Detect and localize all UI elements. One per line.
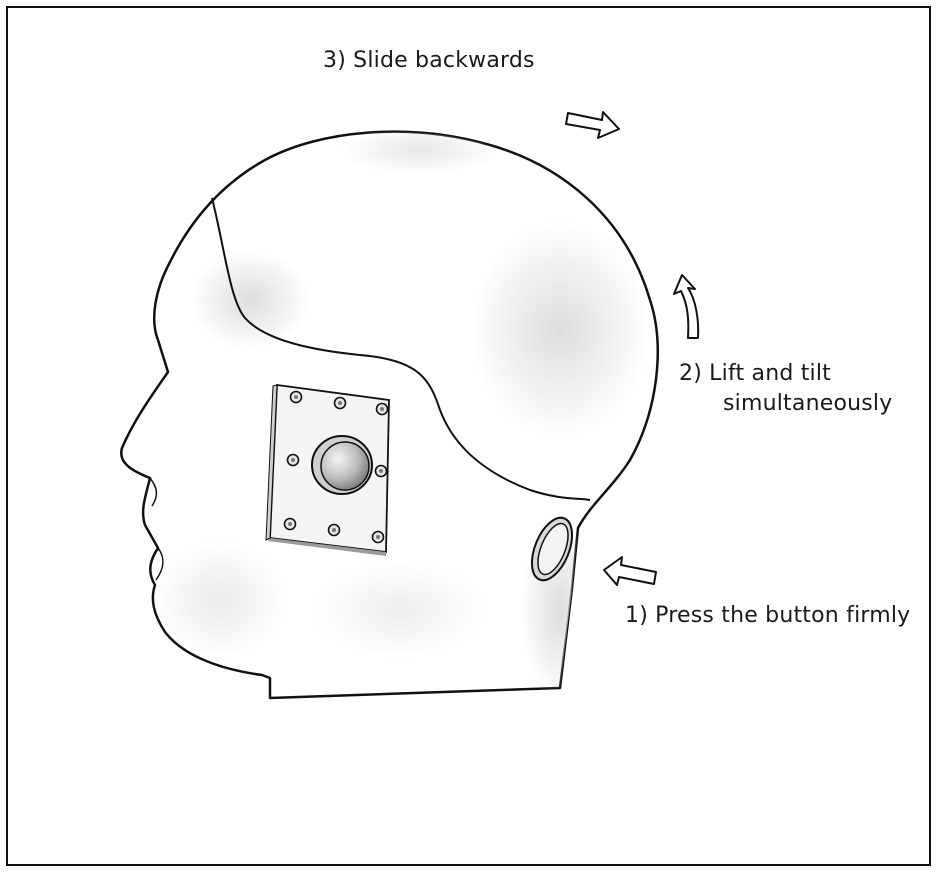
step-2-label-line1: 2) Lift and tilt — [679, 361, 831, 386]
ear-canal-opening — [311, 435, 373, 495]
release-button — [530, 516, 574, 582]
arrow-left-icon — [603, 556, 657, 586]
curved-arrow-up-icon — [673, 274, 700, 339]
step-1-label: 1) Press the button firmly — [625, 603, 911, 628]
step-3-label: 3) Slide backwards — [323, 48, 535, 73]
arrow-right-icon — [565, 111, 620, 139]
step-2-label-line2: simultaneously — [723, 391, 893, 416]
